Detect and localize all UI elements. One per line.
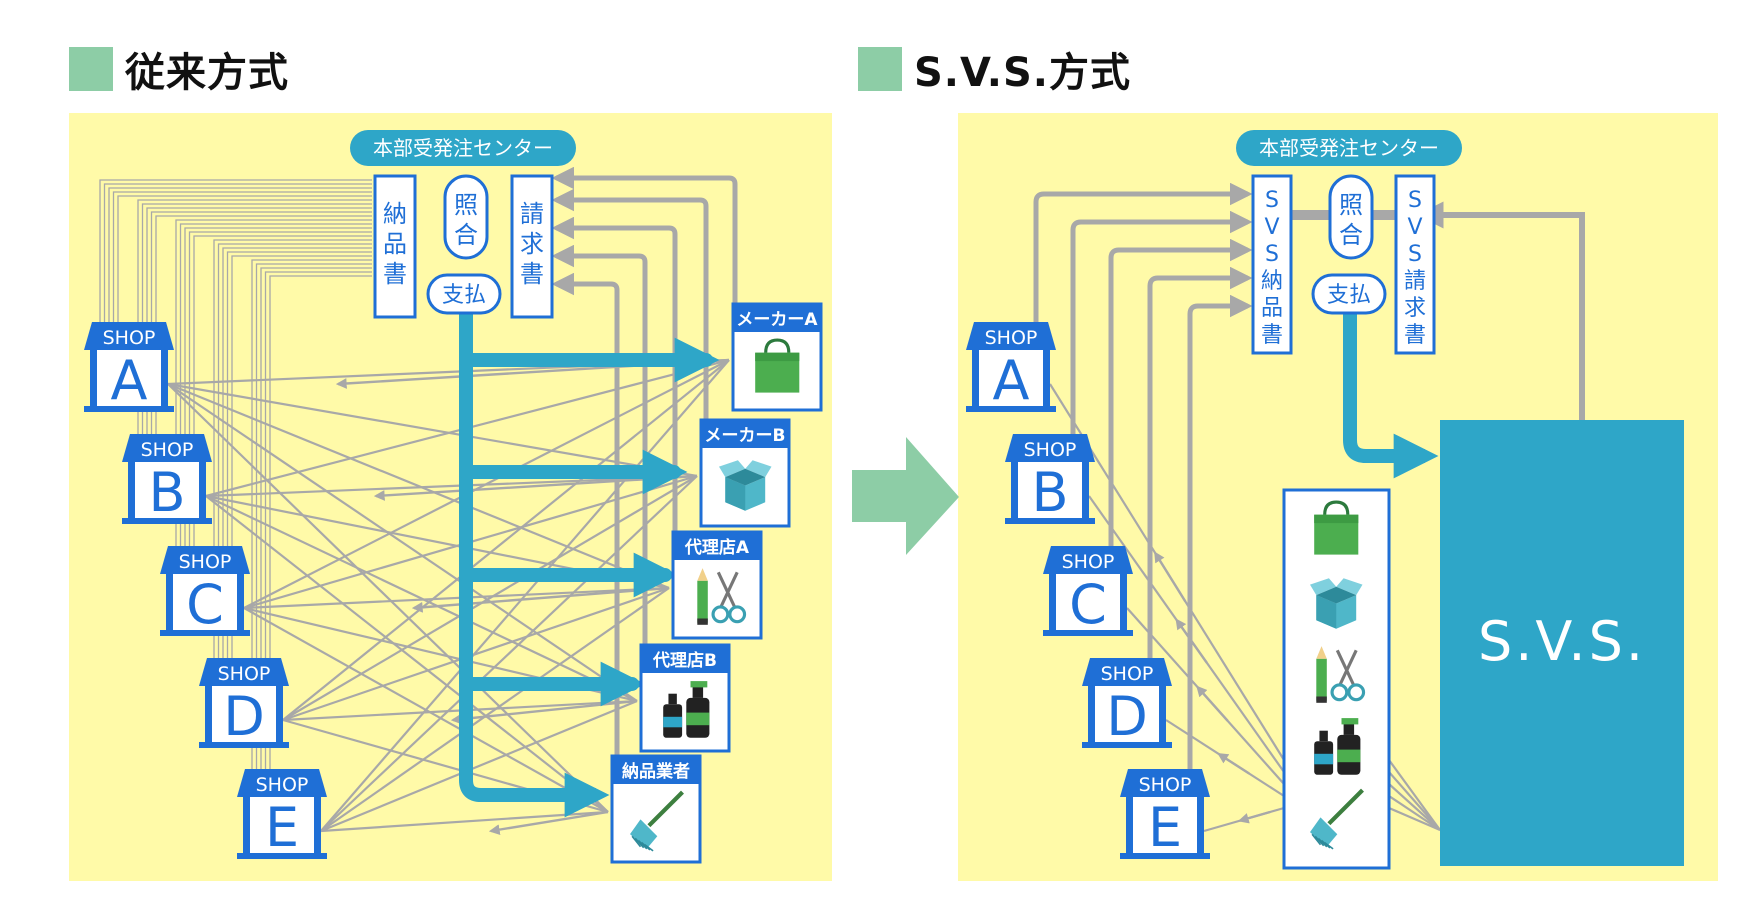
- supplier-label: 代理店A: [684, 537, 750, 558]
- left-payment-text: 支払: [442, 283, 486, 308]
- left-payment-box: 支払: [426, 273, 502, 315]
- right-payment-flow: [1343, 305, 1439, 479]
- pencil-scissors-icon: [697, 568, 747, 625]
- shop-tag: SHOP: [1062, 551, 1115, 573]
- right-svs-invoice-flow: [1416, 201, 1585, 420]
- bottles-icon: [1314, 718, 1361, 775]
- section-marker: [69, 47, 113, 91]
- shop-tag: SHOP: [179, 551, 232, 573]
- pencil-scissors-icon: [1316, 646, 1366, 703]
- left-supplier-4: 代理店B: [639, 643, 731, 753]
- left-document-flows: [99, 166, 738, 769]
- right-section-heading: S.V.S.方式: [858, 40, 1131, 98]
- shopping-bag-icon: [1314, 500, 1359, 555]
- shop-letter: C: [186, 573, 224, 636]
- shop-letter: E: [1148, 796, 1182, 859]
- supplier-label: メーカーA: [736, 310, 818, 330]
- left-supplier-2: メーカーB: [699, 418, 791, 528]
- shop-letter: E: [265, 796, 299, 859]
- right-product-column: [1282, 488, 1391, 870]
- left-cross-order-lines: [167, 358, 730, 835]
- left-supplier-1: メーカーA: [731, 302, 823, 412]
- svs-box: [1440, 420, 1684, 866]
- bottles-icon: [663, 681, 710, 738]
- right-match-text: 照合: [1339, 191, 1363, 249]
- left-match-box: 照合: [443, 174, 489, 260]
- right-document-flows: [1033, 182, 1253, 769]
- shop-letter: B: [148, 461, 185, 524]
- left-delivery-note: 納品書: [373, 174, 417, 319]
- shop-letter: A: [993, 349, 1030, 412]
- shop-tag: SHOP: [103, 327, 156, 349]
- right-payment-text: 支払: [1327, 283, 1371, 308]
- right-payment-box: 支払: [1311, 273, 1387, 315]
- svs-label: S.V.S.: [1478, 610, 1646, 673]
- shop-tag: SHOP: [1024, 439, 1077, 461]
- left-hq-label: 本部受発注センター: [373, 136, 553, 160]
- right-heading-text: S.V.S.方式: [914, 50, 1132, 96]
- left-match-text: 照合: [454, 191, 478, 249]
- shop-letter: B: [1031, 461, 1068, 524]
- shop-tag: SHOP: [218, 663, 271, 685]
- open-box-icon: [1310, 578, 1363, 629]
- left-hq-center: 本部受発注センター: [350, 130, 576, 166]
- left-heading-text: 従来方式: [125, 50, 289, 96]
- shop-letter: C: [1069, 573, 1107, 636]
- left-supplier-3: 代理店A: [671, 530, 763, 640]
- shop-letter: D: [223, 685, 265, 748]
- left-invoice-text: 請求書: [520, 200, 544, 288]
- open-box-icon: [719, 460, 772, 511]
- right-hq-label: 本部受発注センター: [1259, 136, 1439, 160]
- left-invoice: 請求書: [510, 174, 554, 319]
- transition-arrow: [852, 437, 959, 555]
- left-supplier-5: 納品業者: [610, 754, 702, 864]
- section-marker: [858, 47, 902, 91]
- right-hq-center: 本部受発注センター: [1236, 130, 1462, 166]
- shop-tag: SHOP: [985, 327, 1038, 349]
- shop-tag: SHOP: [1101, 663, 1154, 685]
- supplier-label: メーカーB: [705, 426, 786, 446]
- shop-tag: SHOP: [1139, 774, 1192, 796]
- right-match-box: 照合: [1328, 174, 1374, 260]
- supplier-label: 代理店B: [652, 650, 717, 671]
- left-delivery-note-text: 納品書: [383, 200, 407, 288]
- shopping-bag-icon: [755, 338, 800, 393]
- shop-tag: SHOP: [256, 774, 309, 796]
- left-payment-flow: [459, 300, 720, 818]
- shop-tag: SHOP: [141, 439, 194, 461]
- shop-letter: A: [111, 349, 148, 412]
- broom-icon: [1310, 788, 1364, 850]
- left-section-heading: 従来方式: [69, 40, 289, 98]
- broom-icon: [630, 790, 684, 852]
- supplier-label: 納品業者: [622, 761, 690, 782]
- shop-letter: D: [1106, 685, 1148, 748]
